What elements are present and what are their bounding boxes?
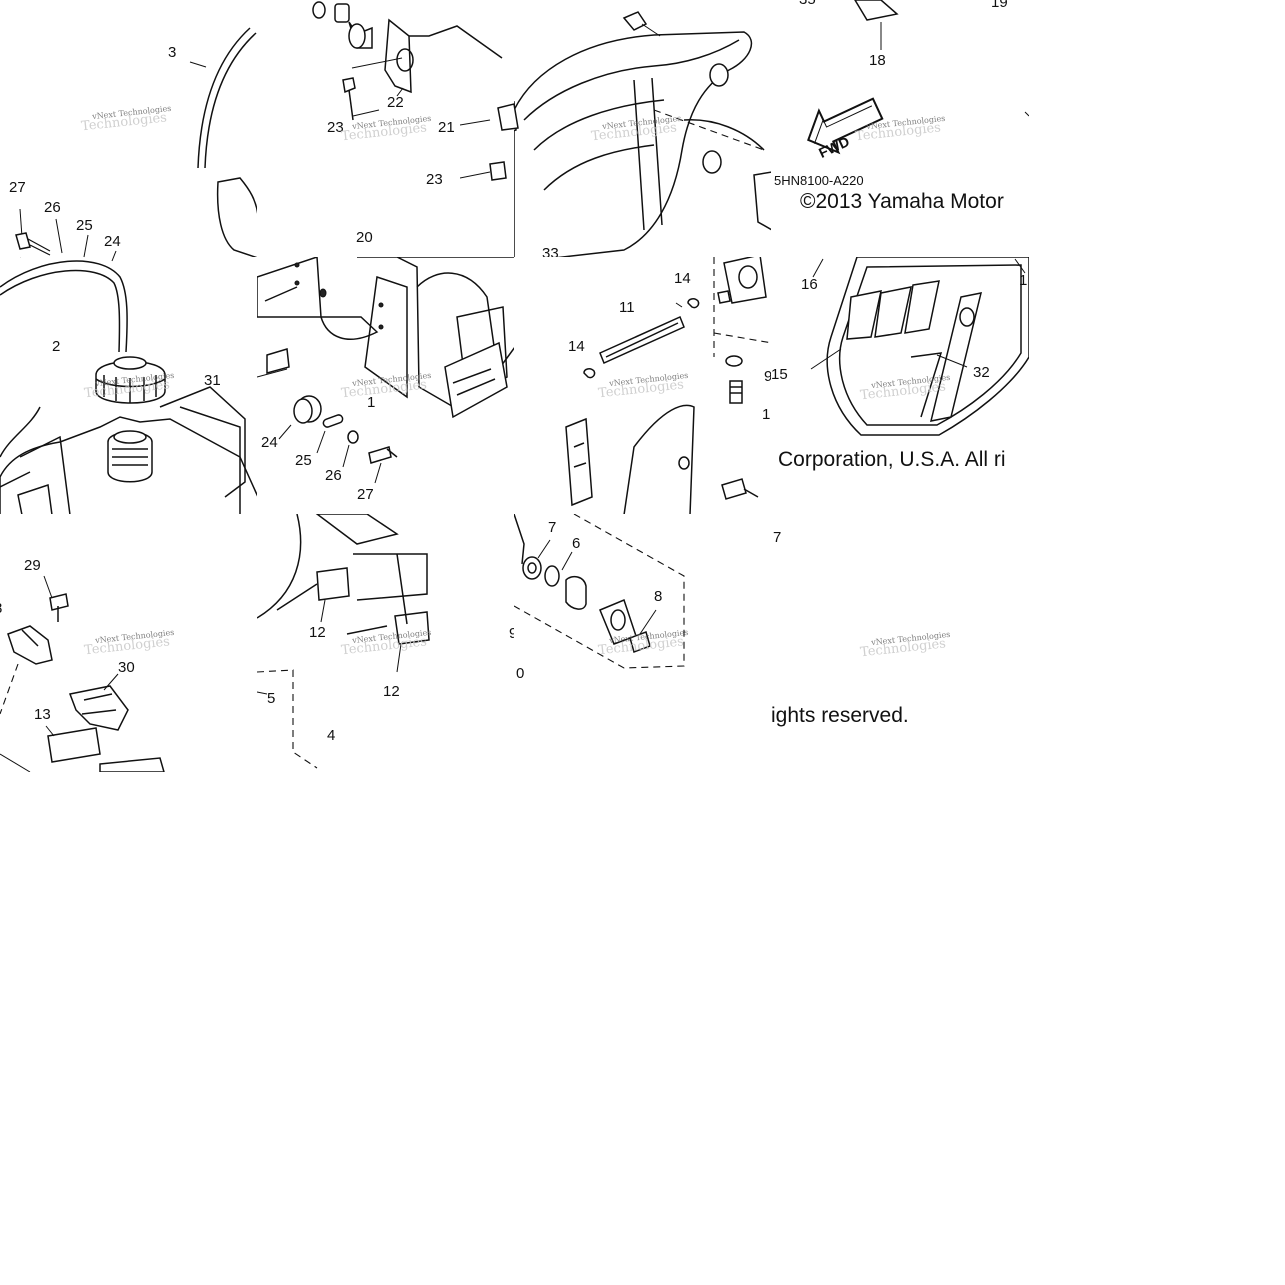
callout-26: 26 xyxy=(44,199,61,216)
callout-23: 23 xyxy=(327,119,344,136)
callout-8: 8 xyxy=(654,588,663,605)
callout-27: 27 xyxy=(357,486,374,503)
callout-2: 2 xyxy=(52,338,61,355)
callout-29: 29 xyxy=(24,557,41,574)
callout-31: 31 xyxy=(204,372,221,389)
callout-18: 18 xyxy=(869,52,886,69)
callout-4: 4 xyxy=(327,727,336,744)
callout-9: 9 xyxy=(509,625,515,642)
copyright-line3: ights reserved. xyxy=(771,704,909,727)
callout-28: 8 xyxy=(0,601,2,616)
callout-12: 12 xyxy=(309,624,326,641)
callout-9: 9 xyxy=(764,368,772,385)
bolt-23-leader xyxy=(460,103,519,181)
callout-12: 12 xyxy=(383,683,400,700)
callout-11: 11 xyxy=(619,299,635,316)
callout-24: 24 xyxy=(261,434,278,451)
bolt-27-leaders xyxy=(15,208,117,262)
diagram-code: 5HN8100-A220 xyxy=(774,173,864,188)
callout-15: 15 xyxy=(771,366,788,383)
callout-25: 25 xyxy=(295,452,312,469)
callout-32: 32 xyxy=(973,364,990,381)
diagram-tile-decal: 16 15 32 1 Corporation, U.S.A. All ri vN… xyxy=(771,257,1029,515)
callout-6: 6 xyxy=(572,535,581,552)
callout-1: 1 xyxy=(1019,272,1028,289)
callout-35: 35 xyxy=(799,0,816,7)
callout-26: 26 xyxy=(325,467,342,484)
diagram-tile-clips: 29 8 30 13 vNext TechnologiesTechnologie… xyxy=(0,514,258,772)
callout-14: 14 xyxy=(568,338,585,355)
callout-23: 23 xyxy=(426,171,443,188)
callout-19: 19 xyxy=(991,0,1008,11)
callout-33: 33 xyxy=(542,245,559,258)
callout-1: 1 xyxy=(367,394,376,411)
callout-20: 20 xyxy=(356,229,373,246)
callout-7: 7 xyxy=(773,529,782,546)
callout-0: 0 xyxy=(516,665,525,682)
copyright-line1: ©2013 Yamaha Motor xyxy=(800,190,1004,213)
callout-3: 3 xyxy=(168,44,177,61)
callout-27: 27 xyxy=(9,179,26,196)
callout-30: 30 xyxy=(118,659,135,676)
callout-21: 21 xyxy=(438,119,455,136)
diagram-tile-info: 18 19 35 FWD 5HN8100-A220 ©2013 Yamaha M… xyxy=(771,0,1029,258)
callout-1: 1 xyxy=(762,406,771,423)
callout-5: 5 xyxy=(267,690,276,707)
callout-13: 13 xyxy=(34,706,51,723)
diagram-tile-frame: 2 1 24 25 26 27 vNext TechnologiesTechno… xyxy=(257,257,515,515)
callout-22: 22 xyxy=(387,94,404,111)
copyright-line2: Corporation, U.S.A. All ri xyxy=(778,448,1006,471)
callout-7: 7 xyxy=(548,519,557,536)
callout-14: 14 xyxy=(674,270,691,287)
callout-16: 16 xyxy=(801,276,818,293)
callout-25: 25 xyxy=(76,217,93,234)
callout-24: 24 xyxy=(104,233,121,250)
